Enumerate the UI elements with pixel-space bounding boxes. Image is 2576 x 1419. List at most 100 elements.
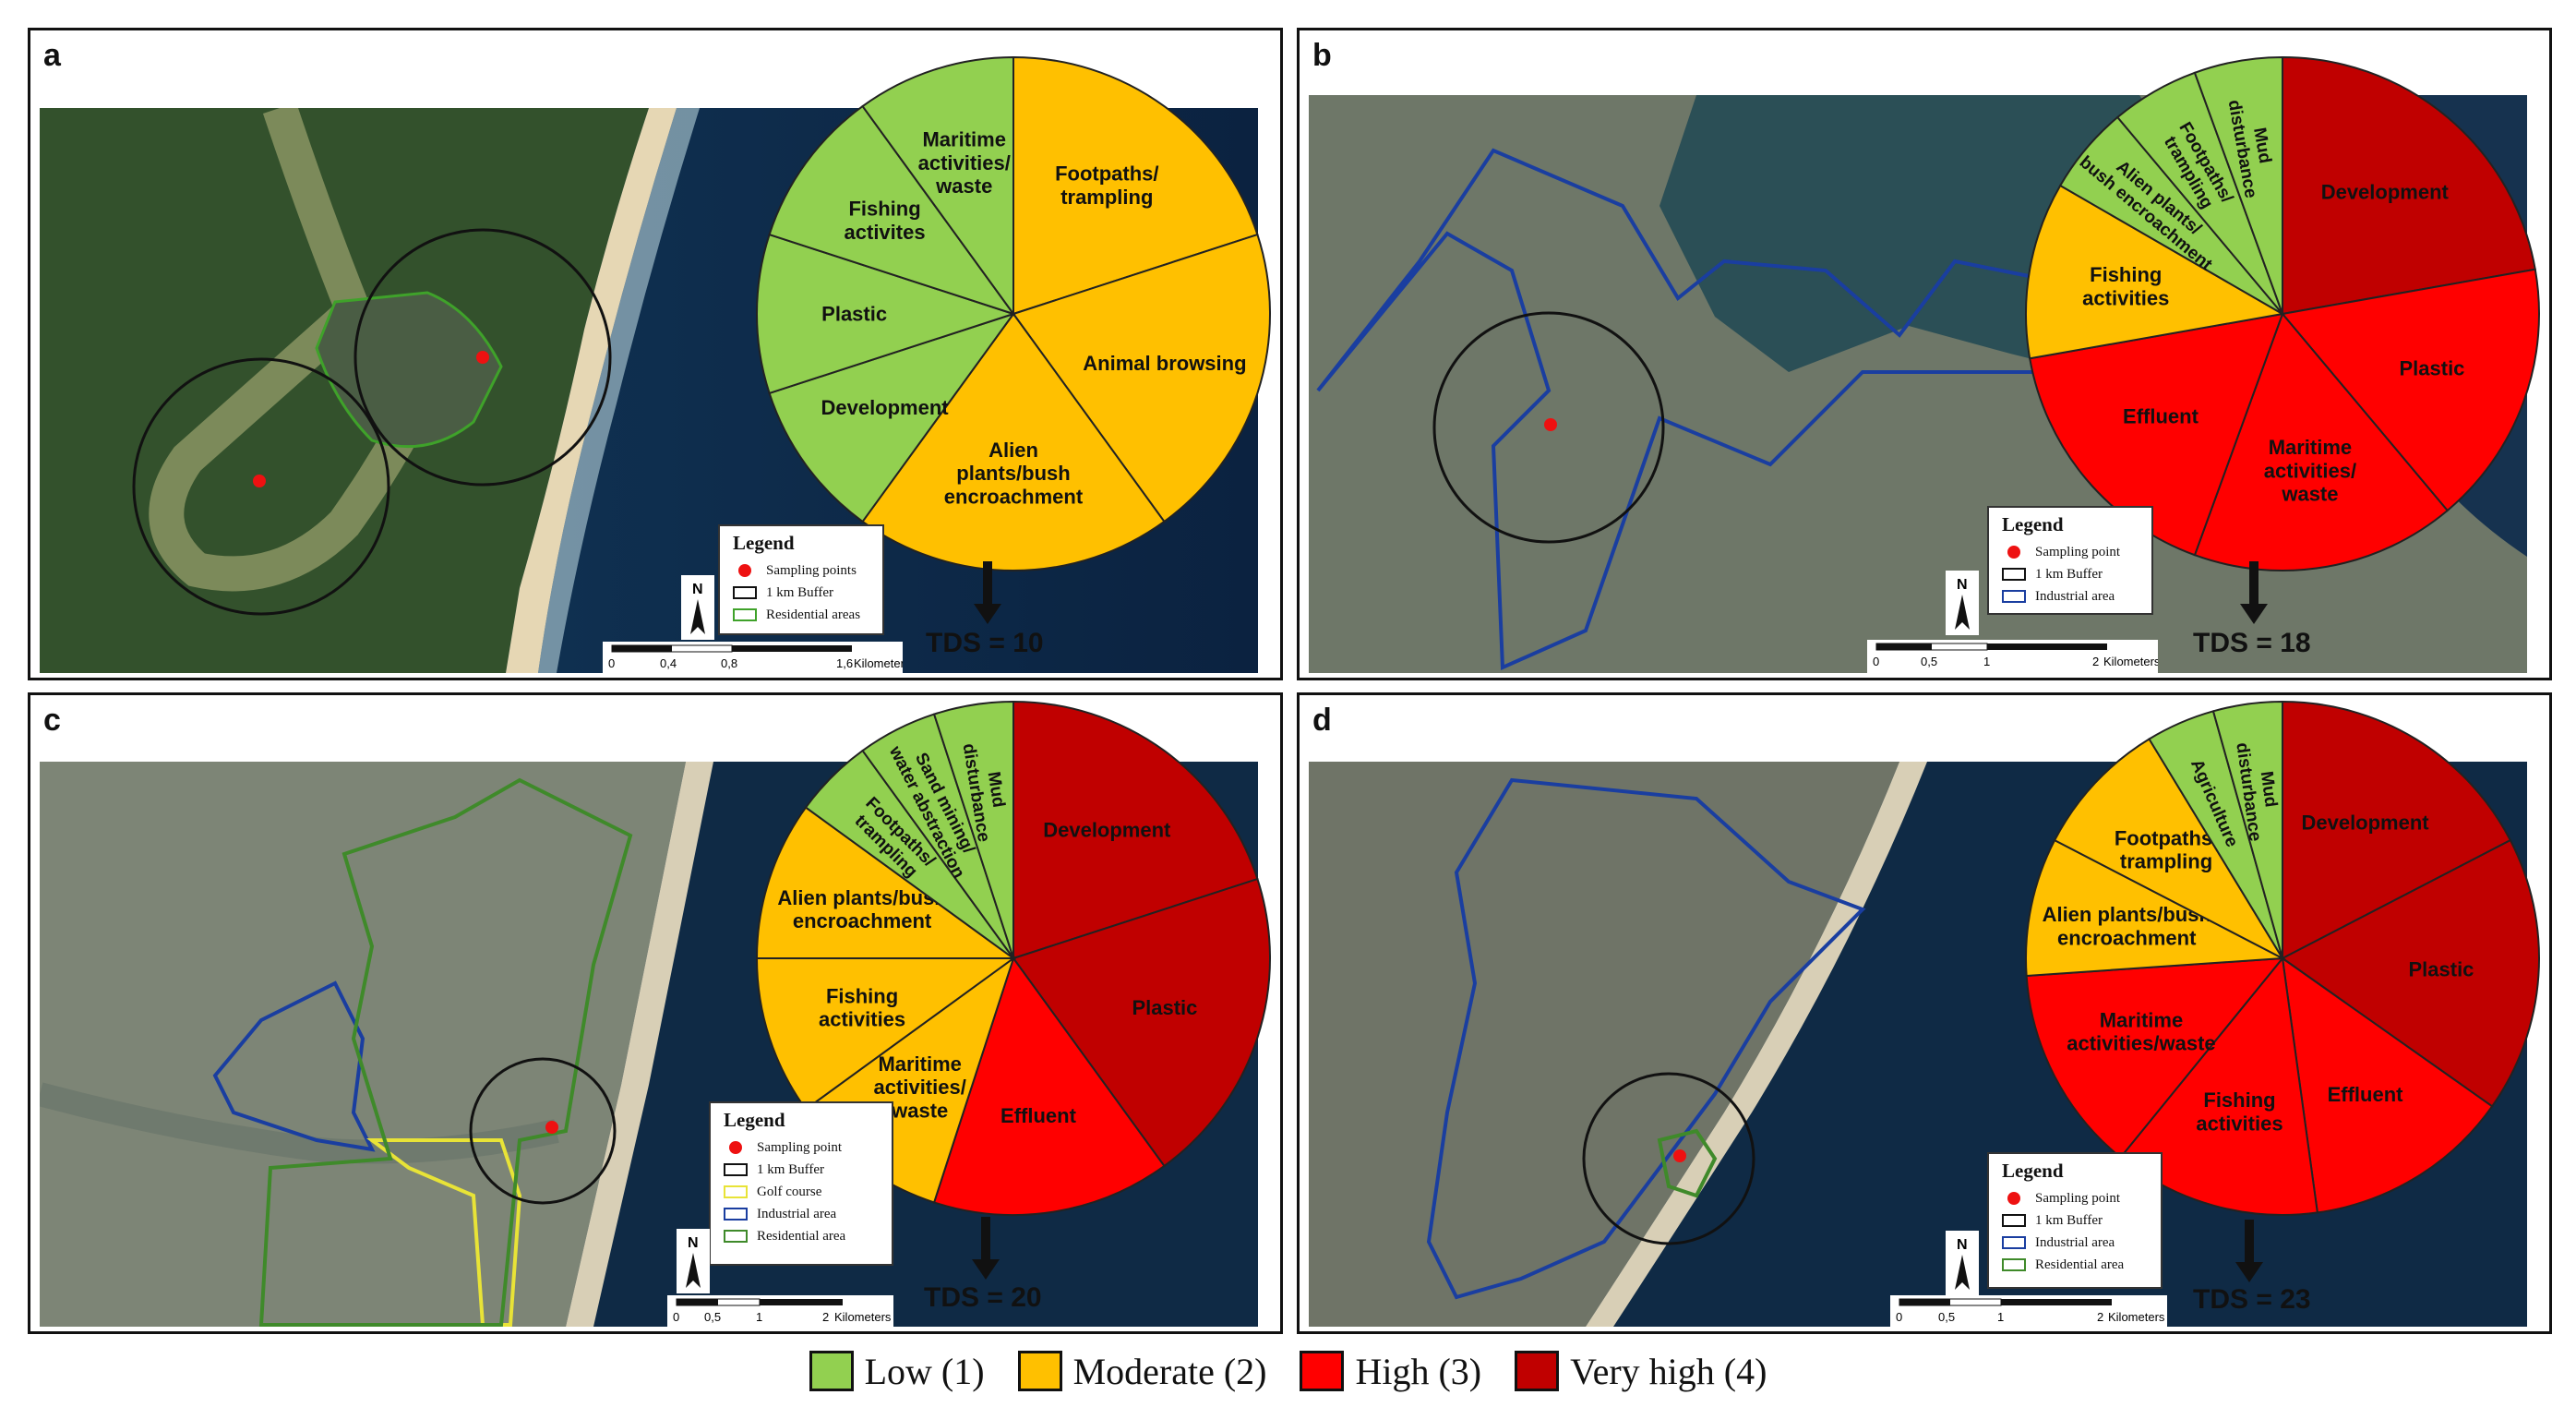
pie-slice <box>2193 55 2283 315</box>
scale-unit: Kilometers <box>834 1310 892 1324</box>
buffer-symbol <box>724 1163 748 1176</box>
legend-item: 1 km Buffer <box>733 583 882 603</box>
slice-label: Effluent <box>2328 1083 2404 1106</box>
pie-slice <box>2025 838 2286 978</box>
slice-label: Development <box>1043 818 1171 841</box>
legend-label: Residential area <box>757 1228 846 1244</box>
buffer-circle <box>469 1057 617 1205</box>
pie-slice <box>2053 738 2285 961</box>
legend-label: Sampling points <box>766 562 857 578</box>
buffer-symbol <box>2002 1214 2026 1227</box>
beach <box>506 108 677 673</box>
pie-slice <box>2193 312 2450 572</box>
legend-label: Sampling point <box>2035 1190 2121 1206</box>
scale-bar: 0 0,5 1 2 Kilometers <box>1890 1295 2167 1329</box>
scale-tick: 0,5 <box>704 1310 721 1324</box>
pie-slice <box>2282 55 2536 316</box>
legend-item: Residential area <box>724 1226 892 1246</box>
legend-item: 1 km Buffer <box>2002 564 2151 584</box>
legend-item: Sampling point <box>724 1137 892 1158</box>
pie-slice <box>2282 700 2512 960</box>
scale-bar: 0 0,5 1 2 Kilometers <box>1867 640 2161 673</box>
pie-slice <box>2281 956 2494 1214</box>
slice-label: Plastic <box>2399 357 2464 380</box>
legend-item: Sampling points <box>733 560 882 581</box>
slice-label: Footpaths/trampling <box>2115 826 2218 872</box>
legend-item: Sampling point <box>2002 1188 2161 1209</box>
pie-slice <box>768 312 1016 523</box>
scale-graphic: 0 0,5 1 2 Kilometers <box>1896 1298 2165 1324</box>
legend-item: Residential areas <box>733 605 882 625</box>
north-arrow-icon: N <box>686 1235 701 1288</box>
scale-tick: 0 <box>1873 655 1879 668</box>
legend-label: 1 km Buffer <box>757 1161 825 1177</box>
scale-unit: Kilometers <box>854 656 903 670</box>
pie-slice <box>932 700 1014 959</box>
slice-label: Development <box>821 396 949 419</box>
industrial-symbol <box>2002 1236 2026 1249</box>
pie-slice <box>1012 233 1271 523</box>
sampling-point <box>476 351 489 364</box>
legend-item: Industrial area <box>724 1204 892 1224</box>
pie-slice <box>768 104 1016 316</box>
point-symbol <box>2007 546 2020 559</box>
river <box>40 1082 559 1164</box>
sampling-point <box>1673 1149 1686 1162</box>
industrial-symbol <box>2002 590 2026 603</box>
pie-slice <box>2029 312 2284 557</box>
pie-slice <box>1012 877 1271 1168</box>
down-arrow-icon <box>974 561 1001 624</box>
beach <box>566 762 713 1327</box>
residential-symbol <box>733 608 757 621</box>
legend-item: Industrial area <box>2002 1233 2161 1253</box>
north-label: N <box>692 582 703 597</box>
sampling-point <box>545 1121 558 1134</box>
slice-label: Development <box>2301 811 2429 834</box>
slice-label: Footpaths/trampling <box>1055 162 1158 209</box>
slice-label: Plastic <box>2408 957 2474 980</box>
legend-item: Golf course <box>724 1182 892 1202</box>
pie-slice <box>1012 55 1259 316</box>
pie-slice <box>2281 838 2540 1108</box>
tds-score: TDS = 20 <box>924 1282 1042 1313</box>
scale-bar: 0 0,4 0,8 1,6 Kilometers <box>603 642 911 675</box>
pie-slice <box>2025 956 2285 1160</box>
legend: Legend Sampling point 1 km Buffer Indust… <box>1987 1152 2163 1289</box>
scale-tick: 1 <box>756 1310 762 1324</box>
residential-area <box>258 777 633 1327</box>
land-area <box>1309 762 1899 1327</box>
scale-bar: 0 0,5 1 2 Kilometers <box>667 1295 893 1329</box>
legend-item: 1 km Buffer <box>2002 1210 2161 1231</box>
residential-area <box>1657 1128 1718 1198</box>
key-item-moderate: Moderate (2) <box>1017 1350 1266 1393</box>
industrial-area <box>212 980 376 1152</box>
pie-slice <box>861 312 1166 571</box>
north-arrow-icon: N <box>1955 577 1970 630</box>
legend-item: Sampling point <box>2002 542 2151 562</box>
scale-graphic: 0 0,5 1 2 Kilometers <box>1873 643 2161 668</box>
pie-slice <box>2211 700 2283 959</box>
key-label: Low (1) <box>864 1350 985 1392</box>
legend-label: 1 km Buffer <box>766 584 834 600</box>
down-arrow-icon <box>2240 561 2268 624</box>
key-item-very-high: Very high (4) <box>1515 1350 1767 1393</box>
pie-slice <box>932 956 1166 1216</box>
legend-label: 1 km Buffer <box>2035 566 2103 582</box>
scale-tick: 0,5 <box>1938 1310 1955 1324</box>
north-label: N <box>688 1235 699 1251</box>
legend: Legend Sampling point 1 km Buffer Golf c… <box>709 1101 893 1266</box>
key-label: Very high (4) <box>1570 1350 1767 1392</box>
tds-score: TDS = 23 <box>2193 1284 2311 1315</box>
legend-title: Legend <box>2002 513 2064 535</box>
legend-label: Sampling point <box>757 1139 843 1155</box>
